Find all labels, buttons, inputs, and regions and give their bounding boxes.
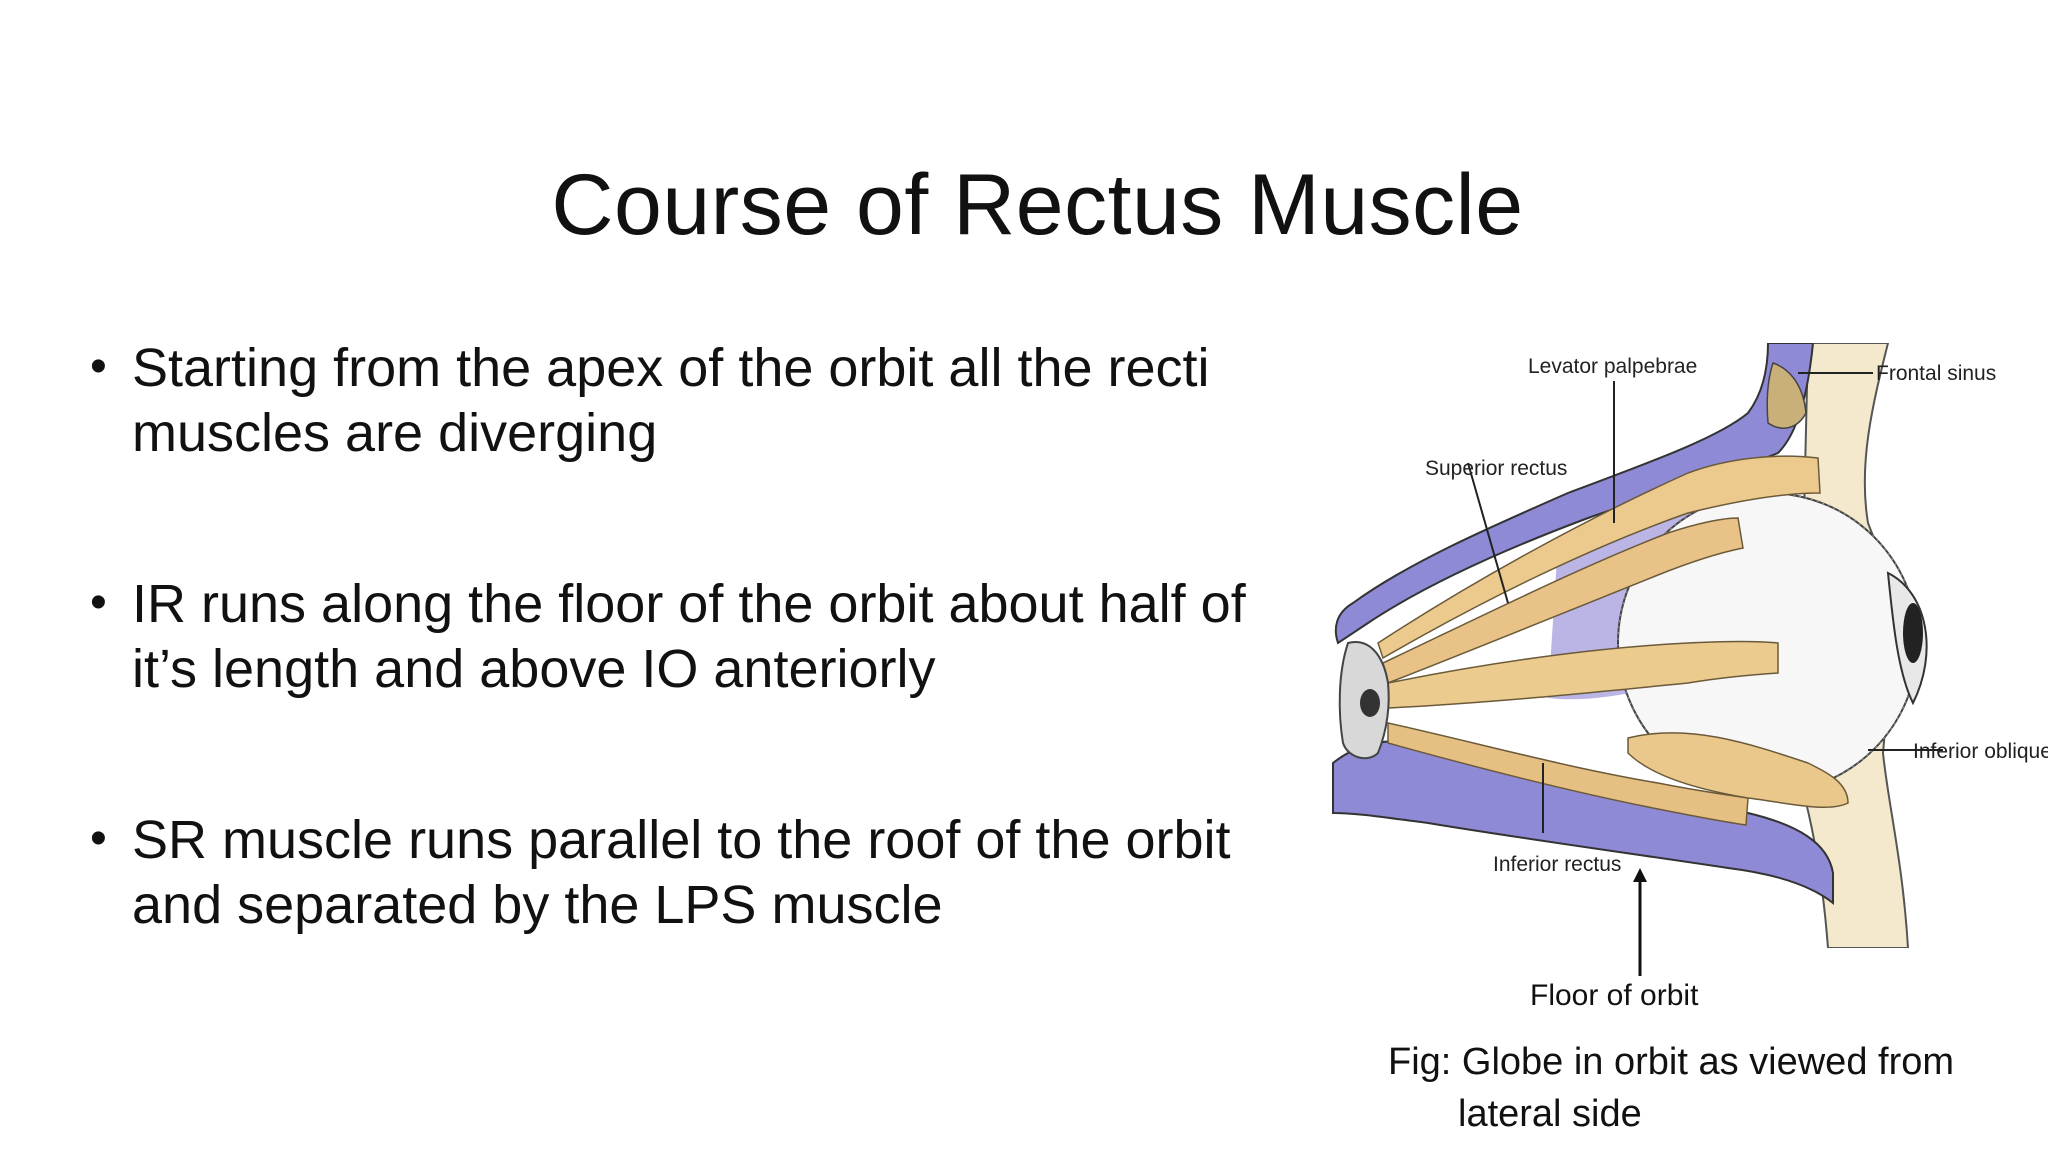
bullet-item: Starting from the apex of the orbit all … xyxy=(90,334,1290,466)
caption-line-2: lateral side xyxy=(1458,1093,1642,1135)
floor-arrow xyxy=(1633,868,1647,976)
bullet-list: Starting from the apex of the orbit all … xyxy=(90,334,1290,1044)
figure-caption: Fig: Globe in orbit as viewed from later… xyxy=(1388,1036,2028,1140)
label-levator-palpebrae: Levator palpebrae xyxy=(1528,355,1697,378)
label-inferior-rectus: Inferior rectus xyxy=(1493,853,1621,876)
slide-title: Course of Rectus Muscle xyxy=(551,156,1524,253)
bullet-item: SR muscle runs parallel to the roof of t… xyxy=(90,806,1290,938)
label-inferior-oblique: Inferior oblique xyxy=(1913,740,2048,763)
label-frontal-sinus: Frontal sinus xyxy=(1876,362,1996,385)
orbit-anatomy-illustration: Levator palpebrae Frontal sinus Superior… xyxy=(1328,343,2048,948)
bullet-item: IR runs along the floor of the orbit abo… xyxy=(90,570,1290,702)
caption-line-1: Fig: Globe in orbit as viewed from xyxy=(1388,1041,1955,1083)
orbit-diagram: Levator palpebrae Frontal sinus Superior… xyxy=(1332,343,2048,948)
label-superior-rectus: Superior rectus xyxy=(1425,457,1567,480)
floor-of-orbit-label: Floor of orbit xyxy=(1530,979,1699,1012)
